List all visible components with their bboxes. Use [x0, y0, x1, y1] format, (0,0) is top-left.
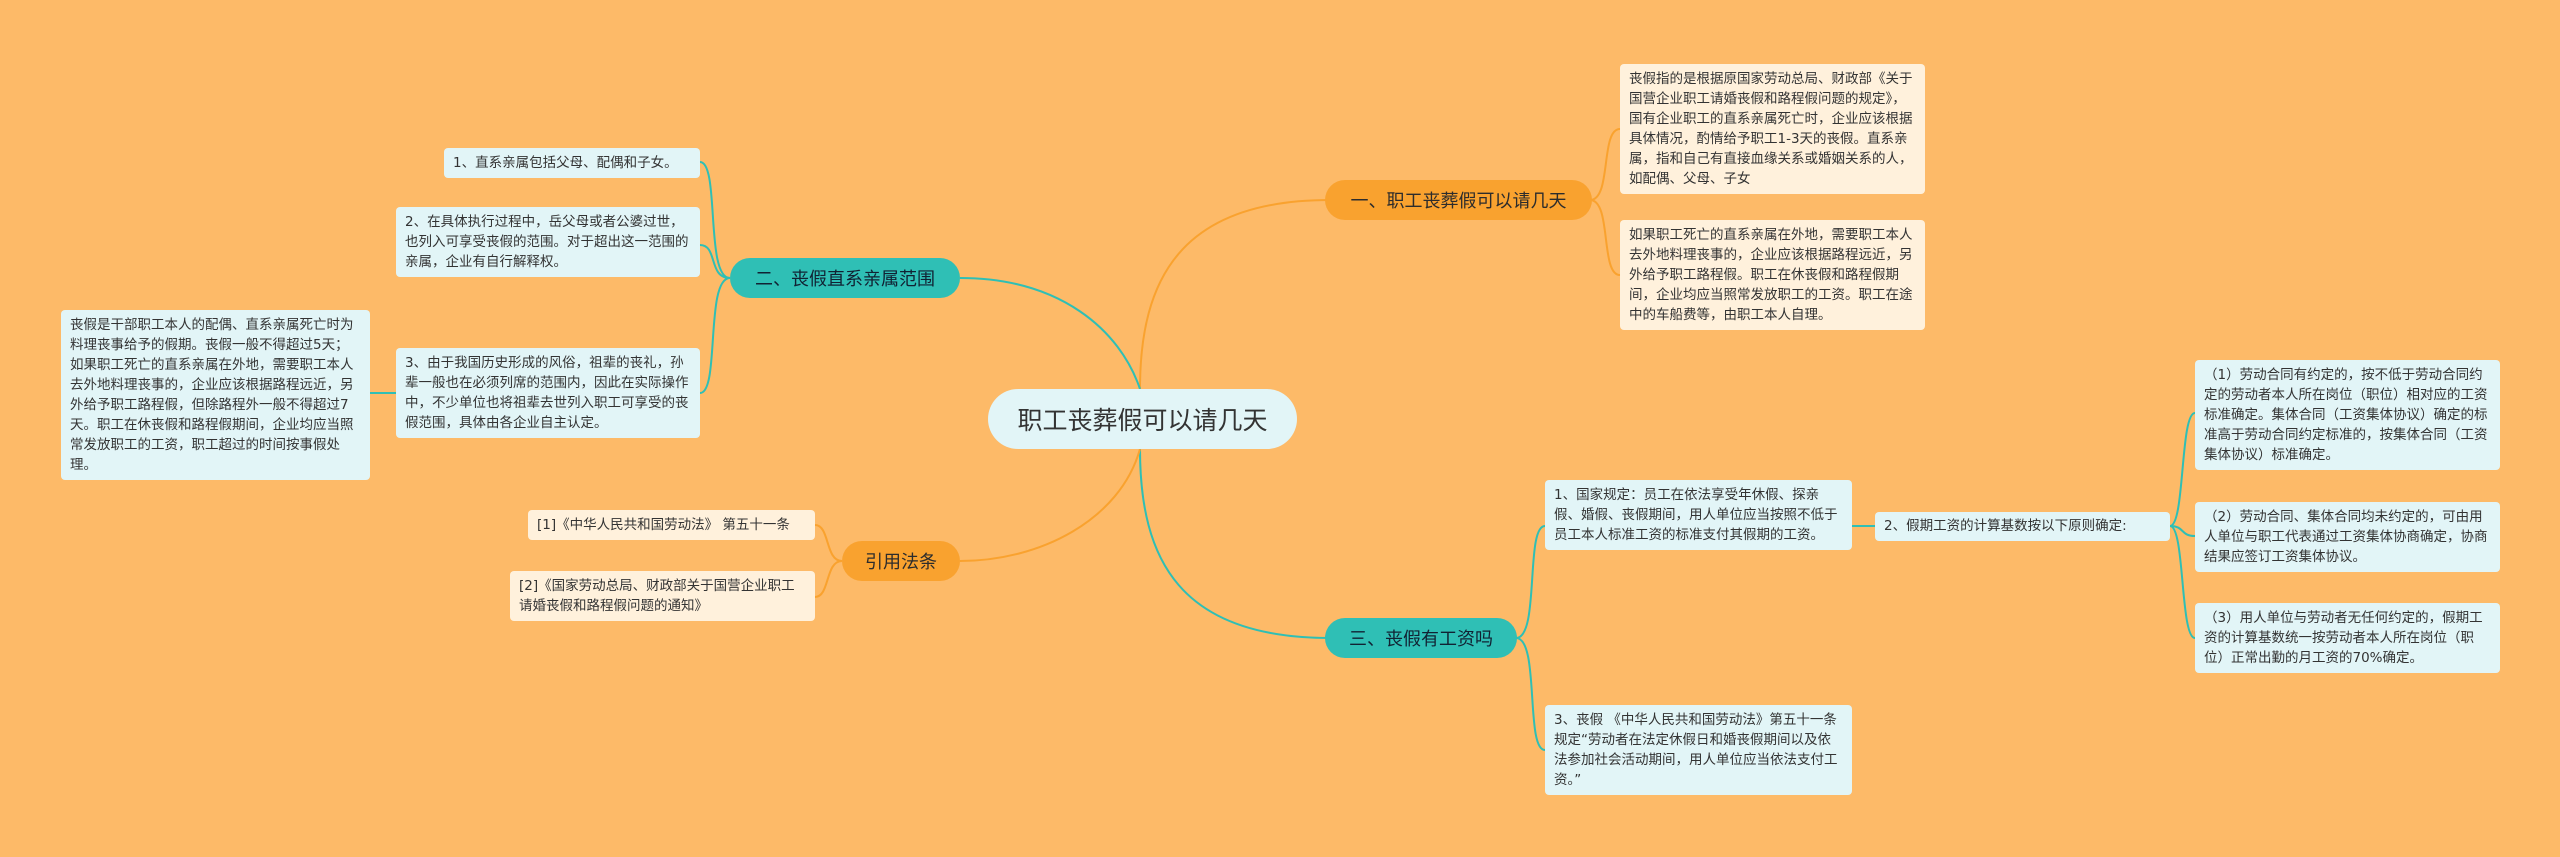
- leaf-relatives-2[interactable]: 2、在具体执行过程中，岳父母或者公婆过世，也列入可享受丧假的范围。对于超出这一范…: [396, 207, 700, 277]
- root-topic[interactable]: 职工丧葬假可以请几天: [988, 389, 1297, 449]
- leaf-national-rule[interactable]: 1、国家规定：员工在依法享受年休假、探亲假、婚假、丧假期间，用人单位应当按照不低…: [1545, 480, 1852, 550]
- leaf-travel-leave[interactable]: 如果职工死亡的直系亲属在外地，需要职工本人去外地料理丧事的，企业应该根据路程远近…: [1620, 220, 1925, 330]
- leaf-reference-1[interactable]: [1]《中华人民共和国劳动法》 第五十一条: [528, 510, 815, 540]
- leaf-wage-rule-2[interactable]: （2）劳动合同、集体合同均未约定的，可由用人单位与职工代表通过工资集体协商确定，…: [2195, 502, 2500, 572]
- branch-paid-leave[interactable]: 三、丧假有工资吗: [1325, 618, 1517, 658]
- leaf-funeral-leave-detail[interactable]: 丧假是干部职工本人的配偶、直系亲属死亡时为料理丧事给予的假期。丧假一般不得超过5…: [61, 310, 370, 480]
- leaf-leave-definition[interactable]: 丧假指的是根据原国家劳动总局、财政部《关于国营企业职工请婚丧假和路程假问题的规定…: [1620, 64, 1925, 194]
- leaf-wage-base-rule[interactable]: 2、假期工资的计算基数按以下原则确定:: [1875, 512, 2170, 541]
- branch-legal-references[interactable]: 引用法条: [842, 541, 960, 581]
- leaf-wage-rule-3[interactable]: （3）用人单位与劳动者无任何约定的，假期工资的计算基数统一按劳动者本人所在岗位（…: [2195, 603, 2500, 673]
- leaf-relatives-3[interactable]: 3、由于我国历史形成的风俗，祖辈的丧礼，孙辈一般也在必须列席的范围内，因此在实际…: [396, 348, 700, 438]
- leaf-reference-2[interactable]: [2]《国家劳动总局、财政部关于国营企业职工请婚丧假和路程假问题的通知》: [510, 571, 815, 621]
- leaf-relatives-1[interactable]: 1、直系亲属包括父母、配偶和子女。: [444, 148, 700, 178]
- branch-leave-days[interactable]: 一、职工丧葬假可以请几天: [1325, 180, 1592, 220]
- leaf-wage-rule-1[interactable]: （1）劳动合同有约定的，按不低于劳动合同约定的劳动者本人所在岗位（职位）相对应的…: [2195, 360, 2500, 470]
- leaf-labor-law-article[interactable]: 3、丧假 《中华人民共和国劳动法》第五十一条规定“劳动者在法定休假日和婚丧假期间…: [1545, 705, 1852, 795]
- branch-relatives-scope[interactable]: 二、丧假直系亲属范围: [730, 258, 960, 298]
